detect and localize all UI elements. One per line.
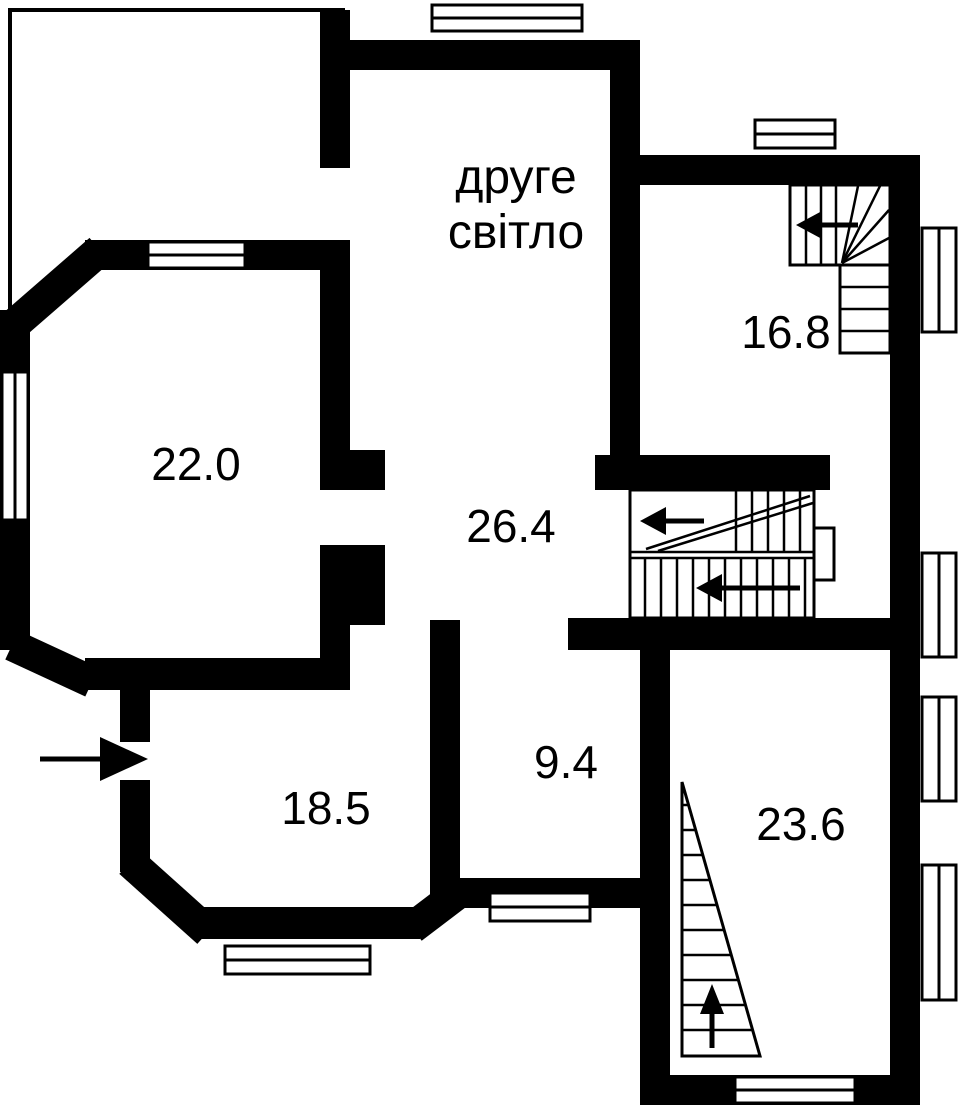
room-area-label-18-5: 18.5 bbox=[281, 782, 371, 834]
window-right-3 bbox=[920, 695, 958, 803]
window-right-1 bbox=[920, 226, 958, 334]
window-room168-top bbox=[753, 118, 837, 150]
wall-terrace-right bbox=[320, 10, 350, 168]
room-area-label-16-8: 16.8 bbox=[741, 306, 831, 358]
stair-break-line bbox=[657, 501, 814, 553]
staircase-hall bbox=[628, 488, 836, 620]
wall-doorpost-upper bbox=[320, 450, 385, 490]
wall-room22-bottom bbox=[85, 658, 350, 690]
room-labels: друге світло 22.0 26.4 16.8 9.4 18.5 23.… bbox=[151, 151, 846, 850]
wall-secondlight-top bbox=[350, 40, 640, 70]
wall-room22-diagonal-topleft bbox=[0, 237, 111, 343]
stair-winder-step bbox=[840, 185, 882, 264]
arrow-left-icon bbox=[696, 574, 722, 602]
wall-doorpost-lower bbox=[320, 545, 385, 625]
windows bbox=[0, 3, 958, 1105]
window-room185-bottom bbox=[223, 944, 372, 976]
window-room94-bottom bbox=[488, 891, 592, 923]
window-room22-top bbox=[146, 240, 247, 270]
wall-secondlight-right bbox=[610, 40, 640, 490]
wall-room185-bottom bbox=[195, 907, 420, 939]
window-room236-bottom bbox=[733, 1075, 857, 1105]
room-area-label-9-4: 9.4 bbox=[534, 736, 598, 788]
staircase-room-23-6 bbox=[680, 781, 762, 1058]
room-area-label-22-0: 22.0 bbox=[151, 438, 241, 490]
staircase-room-16-8 bbox=[788, 183, 892, 355]
arrow-left-icon bbox=[796, 211, 822, 239]
room-area-label-26-4: 26.4 bbox=[466, 500, 556, 552]
wall-entry-upper bbox=[120, 690, 150, 742]
wall-room22-diagonal-bottomleft bbox=[5, 630, 99, 697]
stair-triangle bbox=[680, 781, 762, 1058]
second-light-label-line2: світло bbox=[448, 206, 584, 259]
walls bbox=[0, 10, 920, 1105]
wall-room22-right-upper bbox=[320, 270, 350, 450]
terrace-outline bbox=[8, 8, 345, 318]
entrance-arrow bbox=[40, 737, 148, 781]
window-right-4 bbox=[920, 863, 958, 1002]
window-right-2 bbox=[920, 551, 958, 659]
arrow-left-icon bbox=[640, 507, 666, 535]
second-light-label-line1: друге bbox=[455, 151, 576, 204]
stair-break-line bbox=[645, 494, 811, 551]
wall-room168-bottom bbox=[595, 455, 830, 490]
window-secondlight-top bbox=[430, 3, 584, 33]
room-area-label-23-6: 23.6 bbox=[756, 798, 846, 850]
wall-room168-top bbox=[640, 155, 920, 185]
stair-winder-step bbox=[841, 236, 890, 265]
window-room22-left bbox=[0, 370, 30, 522]
wall-room236-top bbox=[568, 618, 920, 650]
arrow-up-icon bbox=[700, 984, 724, 1014]
terrace-line bbox=[8, 8, 345, 318]
stair-winder-step bbox=[841, 209, 890, 264]
stair-landing bbox=[812, 526, 836, 582]
arrow-right-icon bbox=[100, 737, 148, 781]
wall-room94-left bbox=[430, 620, 460, 895]
wall-room236-left bbox=[640, 650, 670, 1075]
